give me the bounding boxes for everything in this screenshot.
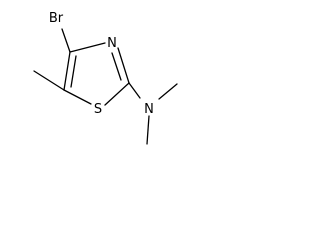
bond-n-methyl-1 <box>158 83 178 100</box>
bond-n3-c2-inner <box>111 52 122 81</box>
ring-sulfur-label: S <box>94 102 102 117</box>
bond-n-methyl-2 <box>146 115 150 145</box>
bond-c2-s1 <box>104 82 130 106</box>
bond-s1-c5 <box>63 89 92 105</box>
bond-c4-c5-inner <box>70 55 77 88</box>
bond-c2-n-amine <box>128 82 141 99</box>
bond-c4-n3 <box>69 42 106 53</box>
bond-c4-br <box>61 28 71 53</box>
amine-nitrogen-label: N <box>144 102 154 117</box>
bromine-label: Br <box>49 11 64 26</box>
structure-canvas: Br N S N <box>0 0 180 156</box>
bond-c5-methyl <box>33 70 65 91</box>
bond-c4-c5-outer <box>63 51 71 91</box>
molecule-diagram: Br N S N <box>33 11 178 145</box>
bond-n3-c2-outer <box>117 47 130 84</box>
ring-nitrogen-label: N <box>107 36 117 51</box>
